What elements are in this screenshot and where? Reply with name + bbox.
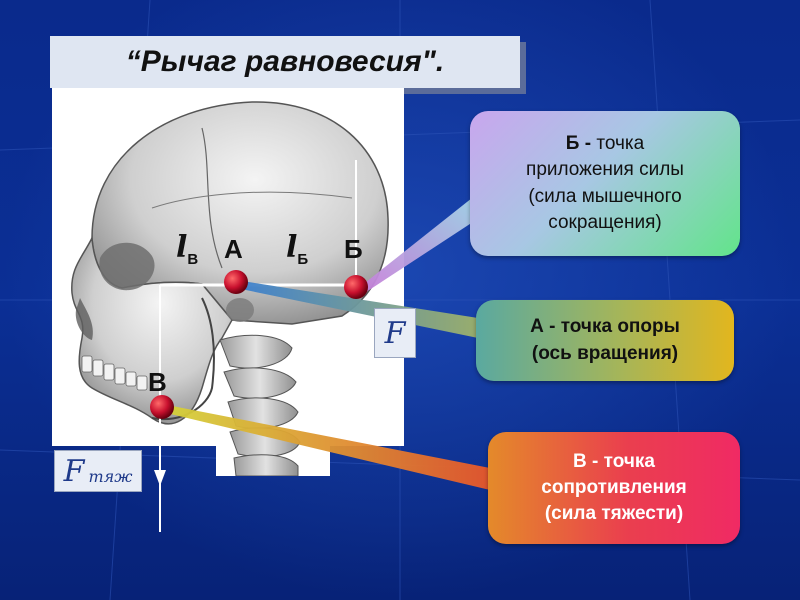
callout-b-line4: сокращения) <box>548 211 662 233</box>
callout-point-v: В - точка сопротивления (сила тяжести) <box>488 432 740 544</box>
label-point-b: Б <box>344 234 363 264</box>
callout-point-b: Б - точка приложения силы (сила мышечног… <box>470 111 740 256</box>
label-l-v-sub: В <box>187 251 199 268</box>
point-b-marker <box>344 275 368 299</box>
point-a-marker <box>224 270 248 294</box>
connector-b <box>356 198 476 296</box>
label-l-b: lБ <box>286 230 308 268</box>
label-point-v: В <box>148 367 167 397</box>
force-gravity-symbol: F <box>63 453 85 489</box>
gravity-arrowhead <box>154 470 166 486</box>
callout-a-line1: А - точка опоры <box>530 316 680 338</box>
callout-point-a: А - точка опоры (ось вращения) <box>476 300 734 381</box>
force-muscle-symbol: F <box>384 315 406 351</box>
label-l-v: lВ <box>176 230 198 268</box>
label-l-b-sub: Б <box>297 251 309 268</box>
label-point-a: А <box>224 234 243 264</box>
callout-b-head: Б - <box>565 133 597 155</box>
callout-v-line3: (сила тяжести) <box>544 503 684 525</box>
label-l-v-letter: l <box>176 230 188 265</box>
callout-v-line1: В - точка <box>573 450 655 472</box>
force-gravity-sub: тяж <box>88 466 133 486</box>
force-muscle-box: F <box>374 308 416 358</box>
callout-v-line2: сопротивления <box>541 476 687 498</box>
label-l-b-letter: l <box>286 230 298 265</box>
connector-a <box>236 280 478 338</box>
callout-b-rest: точка <box>596 133 645 155</box>
callout-a-line2: (ось вращения) <box>531 342 679 364</box>
connector-v <box>162 404 490 490</box>
callout-b-line3: (сила мышечного <box>528 185 682 207</box>
title-text: “Рычаг равновесия". <box>125 45 445 78</box>
point-v-marker <box>150 395 174 419</box>
callout-b-line2: приложения силы <box>526 159 684 181</box>
slide-title: “Рычаг равновесия". <box>50 36 520 88</box>
